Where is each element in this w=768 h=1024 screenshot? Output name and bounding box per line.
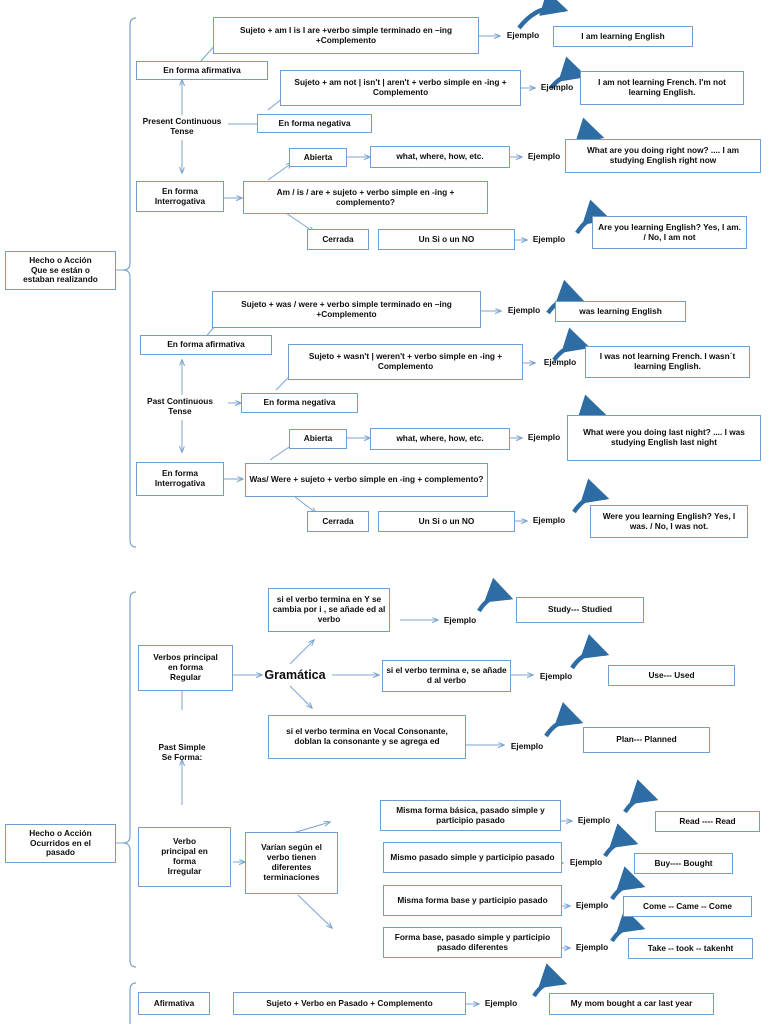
ejemplo-label-reg-2: Ejemplo: [539, 671, 573, 682]
pc2-interrogativa-line-2: Interrogativa: [154, 478, 206, 488]
verbos-regular-title[interactable]: Verbos principal en forma Regular: [138, 645, 233, 691]
past-simple-se-forma: Past Simple Se Forma:: [130, 740, 234, 766]
tense-line-1: Present Continuous: [142, 116, 222, 127]
tense-past-continuous: Past Continuous Tense: [128, 394, 232, 420]
example-regular-2: Use--- Used: [608, 665, 735, 686]
example-pc2-afirmativa: was learning English: [555, 301, 686, 322]
form-afirmativa-pc[interactable]: En forma afirmativa: [136, 61, 268, 80]
example-pc-abierta: What are you doing right now? .... I am …: [565, 139, 761, 173]
structure-negativa-pc: Sujeto + am not | isn't | aren't + verbo…: [280, 70, 521, 106]
verbo-irregular-title[interactable]: Verbo principal en forma Irregular: [138, 827, 231, 887]
ejemplo-label-reg-3: Ejemplo: [510, 741, 544, 752]
gramatica-label: Gramática: [264, 667, 326, 682]
example-irregular-4: Take -- took -- takenht: [628, 938, 753, 959]
tense-line-2: Tense: [170, 126, 194, 136]
regular-rule-3: si el verbo termina en Vocal Consonante,…: [268, 715, 466, 759]
ejemplo-label-reg-1: Ejemplo: [443, 615, 477, 626]
reg-line-1: Verbos principal: [153, 652, 218, 663]
example-irregular-1: Read ---- Read: [655, 811, 760, 832]
irregular-variation-box: Varían según el verbo tienen diferentes …: [245, 832, 338, 894]
ejemplo-label-pc2-afirmativa: Ejemplo: [507, 305, 541, 316]
ps-root-line-3: pasado: [45, 847, 76, 858]
ejemplo-label-pc-negativa: Ejemplo: [540, 82, 574, 93]
ejemplo-label-pc-cerrada: Ejemplo: [532, 234, 566, 245]
form-negativa-past-continuous[interactable]: En forma negativa: [241, 393, 358, 413]
example-pc-cerrada: Are you learning English? Yes, I am. / N…: [592, 216, 747, 249]
pc2-interrogativa-line-1: En forma: [162, 468, 198, 479]
form-afirmativa-past-continuous[interactable]: En forma afirmativa: [140, 335, 272, 355]
irregular-rule-2: Mismo pasado simple y participio pasado: [383, 842, 562, 873]
ps-forma-line-1: Past Simple: [158, 742, 206, 753]
example-pc-negativa: I am not learning French. I'm not learni…: [580, 71, 744, 105]
var-line-2: verbo tienen: [266, 852, 317, 863]
structure-interrogativa-pc: Am / is / are + sujeto + verbo simple en…: [243, 181, 488, 214]
ejemplo-label-ps-afirmativa: Ejemplo: [484, 998, 518, 1009]
ejemplo-label-pc-afirmativa: Ejemplo: [506, 30, 540, 41]
pc2-tense-line-2: Tense: [168, 406, 192, 416]
ps-root-line-1: Hecho o Acción: [29, 827, 92, 838]
irr-line-4: Irregular: [167, 865, 202, 876]
root-past-simple: Hecho o Acción Ocurridos en el pasado: [5, 824, 116, 863]
tense-present-continuous: Present Continuous Tense: [130, 114, 234, 140]
structure-afirmativa-past-simple: Sujeto + Verbo en Pasado + Complemento: [233, 992, 466, 1015]
irr-line-1: Verbo: [172, 836, 197, 847]
var-line-4: terminaciones: [263, 871, 320, 882]
example-pc2-negativa: I was not learning French. I wasn´t lear…: [585, 346, 750, 378]
ejemplo-label-pc2-abierta: Ejemplo: [527, 432, 561, 443]
example-pc-afirmativa: I am learning English: [553, 26, 693, 47]
regular-rule-2: si el verbo termina e, se añade d al ver…: [382, 660, 511, 692]
cerrada-words-past-continuous: Un Si o un NO: [378, 511, 515, 532]
interrogativa-line-2: Interrogativa: [154, 195, 206, 206]
cerrada-words-pc: Un Si o un NO: [378, 229, 515, 250]
example-pc2-abierta: What were you doing last night? .... I w…: [567, 415, 761, 461]
example-ps-afirmativa: My mom bought a car last year: [549, 993, 714, 1015]
ejemplo-label-pc2-cerrada: Ejemplo: [532, 515, 566, 526]
form-afirmativa-past-simple[interactable]: Afirmativa: [138, 992, 210, 1015]
ps-root-line-2: Ocurridos en el: [30, 837, 91, 848]
irregular-rule-4: Forma base, pasado simple y participio p…: [383, 927, 562, 958]
irr-line-2: principal en: [161, 846, 208, 857]
form-interrogativa-past-continuous[interactable]: En forma Interrogativa: [136, 462, 224, 496]
ejemplo-label-irr-3: Ejemplo: [575, 900, 609, 911]
structure-interrogativa-past-continuous: Was/ Were + sujeto + verbo simple en -in…: [245, 463, 488, 497]
abierta-words-pc: what, where, how, etc.: [370, 146, 510, 168]
interrogativa-line-1: En forma: [162, 185, 198, 196]
pc2-tense-line-1: Past Continuous: [147, 396, 213, 407]
example-irregular-3: Come -- Came -- Come: [623, 896, 752, 917]
example-irregular-2: Buy---- Bought: [634, 853, 733, 874]
form-interrogativa-pc[interactable]: En forma Interrogativa: [136, 181, 224, 212]
root-present-continuous: Hecho o Acción Que se están o estaban re…: [5, 251, 116, 290]
example-pc2-cerrada: Were you learning English? Yes, I was. /…: [590, 505, 748, 538]
reg-line-3: Regular: [170, 671, 201, 682]
example-regular-1: Study--- Studied: [516, 597, 644, 623]
var-line-1: Varían según el: [261, 842, 322, 853]
ejemplo-label-irr-4: Ejemplo: [575, 942, 609, 953]
question-type-cerrada-past-continuous[interactable]: Cerrada: [307, 511, 369, 532]
structure-afirmativa-pc: Sujeto + am I is I are +verbo simple ter…: [213, 17, 479, 54]
regular-rule-1: si el verbo termina en Y se cambia por i…: [268, 588, 390, 632]
example-regular-3: Plan--- Planned: [583, 727, 710, 753]
abierta-words-past-continuous: what, where, how, etc.: [370, 428, 510, 450]
reg-line-2: en forma: [167, 662, 204, 673]
irregular-rule-1: Misma forma básica, pasado simple y part…: [380, 800, 561, 831]
irregular-rule-3: Misma forma base y participio pasado: [383, 885, 562, 916]
irr-line-3: forma: [172, 856, 197, 866]
ps-forma-line-2: Se Forma:: [161, 752, 203, 762]
var-line-3: diferentes: [271, 862, 312, 872]
form-negativa-pc[interactable]: En forma negativa: [257, 114, 372, 133]
structure-negativa-past-continuous: Sujeto + wasn't | weren't + verbo simple…: [288, 344, 523, 380]
ejemplo-label-irr-1: Ejemplo: [577, 815, 611, 826]
ejemplo-label-pc2-negativa: Ejemplo: [543, 357, 577, 368]
question-type-cerrada-pc[interactable]: Cerrada: [307, 229, 369, 250]
question-type-abierta-past-continuous[interactable]: Abierta: [289, 429, 347, 449]
root-line-1: Hecho o Acción: [29, 254, 92, 265]
structure-afirmativa-past-continuous: Sujeto + was / were + verbo simple termi…: [212, 291, 481, 328]
root-line-2: Que se están o: [30, 264, 90, 275]
question-type-abierta-pc[interactable]: Abierta: [289, 148, 347, 167]
root-line-3: estaban realizando: [23, 274, 98, 285]
ejemplo-label-pc-abierta: Ejemplo: [527, 151, 561, 162]
ejemplo-label-irr-2: Ejemplo: [569, 857, 603, 868]
